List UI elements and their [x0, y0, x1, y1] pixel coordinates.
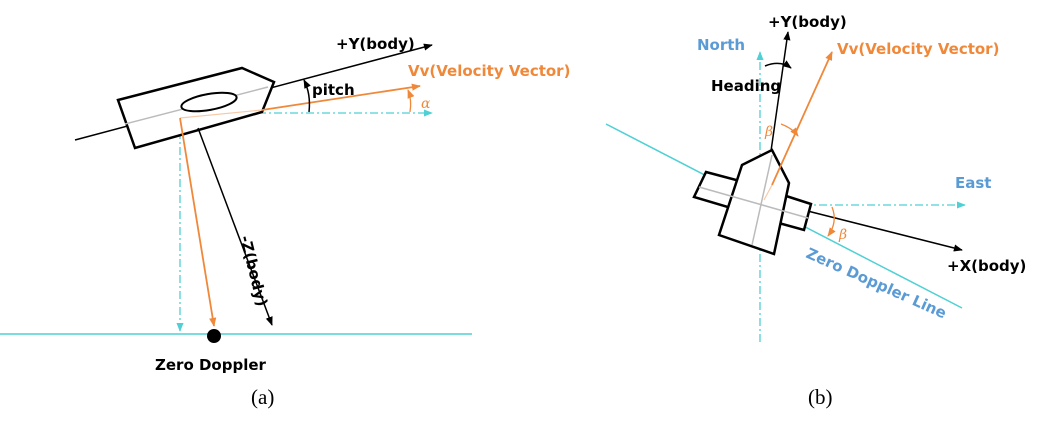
body-centerline-b	[751, 154, 773, 246]
panel-a: +Y(body) Vv(Velocity Vector) pitch α -Z(…	[0, 35, 570, 409]
pitch-label: pitch	[312, 81, 355, 99]
velocity-vector-arrow-b	[771, 51, 833, 186]
velocity-extension-b	[763, 184, 773, 201]
zero-doppler-line-label: Zero Doppler Line	[803, 244, 949, 322]
velocity-label-b: Vv(Velocity Vector)	[837, 40, 999, 58]
zero-doppler-label: Zero Doppler	[155, 356, 267, 374]
alpha-arc	[407, 89, 415, 113]
velocity-vector-arrow-a	[261, 83, 421, 111]
beta-bottom-arc	[827, 206, 836, 237]
east-label: East	[955, 174, 991, 192]
heading-arc	[764, 60, 792, 69]
alpha-label: α	[421, 96, 431, 112]
zero-doppler-point	[207, 329, 221, 343]
north-label: North	[697, 36, 745, 54]
z-body-axis-arrow	[197, 127, 273, 326]
y-body-label-a: +Y(body)	[336, 35, 415, 53]
heading-label: Heading	[711, 77, 781, 95]
spacecraft-body-b	[692, 148, 813, 256]
doppler-ray-arrow	[179, 117, 217, 327]
x-body-label: +X(body)	[947, 257, 1026, 275]
beta-top-arc	[780, 123, 799, 137]
body-crossline-b	[698, 186, 809, 219]
beta-top-label: β	[764, 124, 773, 140]
z-body-label: -Z(body)	[236, 234, 271, 309]
sensor-ellipse	[180, 91, 238, 113]
velocity-extension-a	[179, 109, 263, 119]
caption-b: (b)	[808, 385, 833, 409]
velocity-label-a: Vv(Velocity Vector)	[408, 62, 570, 80]
beta-bottom-label: β	[838, 227, 847, 243]
caption-a: (a)	[251, 385, 274, 409]
pitch-arc	[303, 79, 311, 113]
y-body-label-b: +Y(body)	[768, 13, 847, 31]
panel-b: North +Y(body) Heading Vv(Velocity Vecto…	[605, 13, 1026, 409]
